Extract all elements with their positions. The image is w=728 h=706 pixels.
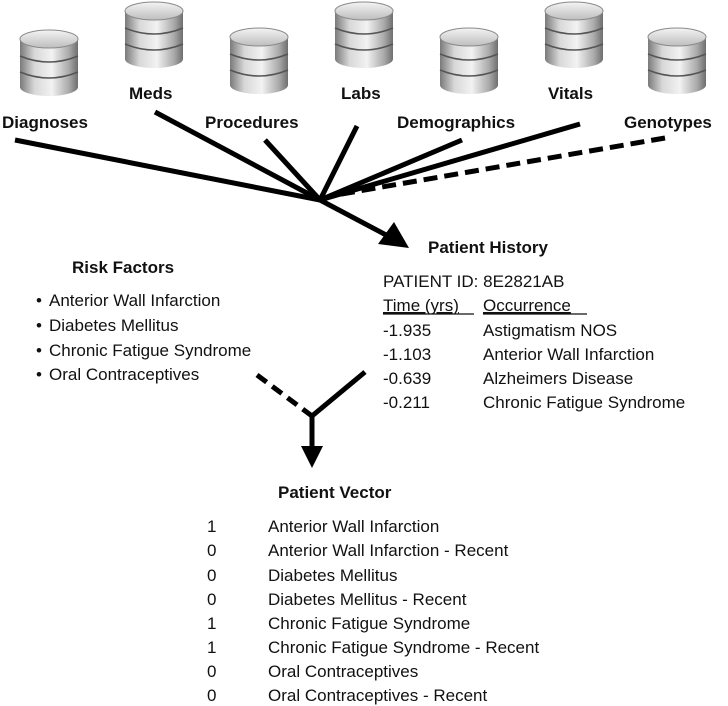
connector-history <box>310 370 367 418</box>
database-icon <box>334 1 394 69</box>
history-time: -1.935 <box>383 321 431 340</box>
database-icon <box>19 29 79 97</box>
source-label-genotypes: Genotypes <box>624 113 712 132</box>
database-icon <box>439 27 499 95</box>
vector-value: 0 <box>207 686 216 705</box>
patient-history-title: Patient History <box>428 238 549 257</box>
bullet-glyph: • <box>36 365 42 384</box>
patient-id: PATIENT ID: 8E2821AB <box>383 272 564 291</box>
vector-value: 1 <box>207 638 216 657</box>
risk-factor-item: Oral Contraceptives <box>49 365 199 384</box>
bullet-glyph: • <box>36 291 42 310</box>
connector-risk-factors-dashed <box>255 372 314 419</box>
source-label-meds: Meds <box>129 84 172 103</box>
connector-meds <box>153 109 322 203</box>
history-occurrence: Chronic Fatigue Syndrome <box>483 393 685 412</box>
col-header-time: Time (yrs) <box>383 296 459 315</box>
vector-label: Diabetes Mellitus <box>268 566 397 585</box>
connector-demographics <box>319 137 463 203</box>
connector-diagnoses <box>14 137 321 203</box>
vector-label: Anterior Wall Infarction <box>268 517 439 536</box>
vector-label: Anterior Wall Infarction - Recent <box>268 541 509 560</box>
history-occurrence: Astigmatism NOS <box>483 321 617 340</box>
vector-label: Diabetes Mellitus - Recent <box>268 590 467 609</box>
connector-procedures <box>263 138 322 202</box>
source-connectors <box>14 109 666 239</box>
vector-label: Oral Contraceptives <box>268 662 418 681</box>
database-icon <box>647 27 707 95</box>
source-label-procedures: Procedures <box>205 113 299 132</box>
source-label-labs: Labs <box>341 84 381 103</box>
database-icon <box>544 1 604 69</box>
risk-factor-item: Anterior Wall Infarction <box>49 291 220 310</box>
vector-value: 0 <box>207 662 216 681</box>
bullet-glyph: • <box>36 316 42 335</box>
arrow-to-patient-vector <box>301 446 323 468</box>
vector-value: 0 <box>207 590 216 609</box>
history-time: -0.639 <box>383 369 431 388</box>
history-occurrence: Alzheimers Disease <box>483 369 633 388</box>
vector-value: 0 <box>207 566 216 585</box>
connector-labs <box>317 124 360 202</box>
source-label-demographics: Demographics <box>397 113 515 132</box>
risk-factors-title: Risk Factors <box>72 258 174 277</box>
risk-factor-item: Chronic Fatigue Syndrome <box>49 341 251 360</box>
col-header-occurrence: Occurrence <box>483 296 571 315</box>
database-icon <box>229 27 289 95</box>
patient-vector-title: Patient Vector <box>278 483 392 502</box>
vector-label: Chronic Fatigue Syndrome <box>268 614 470 633</box>
database-icon <box>124 1 184 69</box>
connector-to-history <box>318 197 390 239</box>
vector-value: 1 <box>207 614 216 633</box>
bullet-glyph: • <box>36 341 42 360</box>
connector-genotypes-dashed <box>329 135 666 199</box>
risk-factor-item: Diabetes Mellitus <box>49 316 178 335</box>
merge-connectors <box>255 370 367 448</box>
vector-value: 1 <box>207 517 216 536</box>
connector-vitals <box>319 121 581 203</box>
vector-label: Oral Contraceptives - Recent <box>268 686 487 705</box>
history-time: -1.103 <box>383 345 431 364</box>
vector-label: Chronic Fatigue Syndrome - Recent <box>268 638 539 657</box>
history-time: -0.211 <box>383 393 430 412</box>
vector-value: 0 <box>207 541 216 560</box>
source-label-diagnoses: Diagnoses <box>2 113 88 132</box>
arrow-to-patient-history <box>378 222 409 248</box>
source-label-vitals: Vitals <box>548 84 593 103</box>
history-occurrence: Anterior Wall Infarction <box>483 345 654 364</box>
